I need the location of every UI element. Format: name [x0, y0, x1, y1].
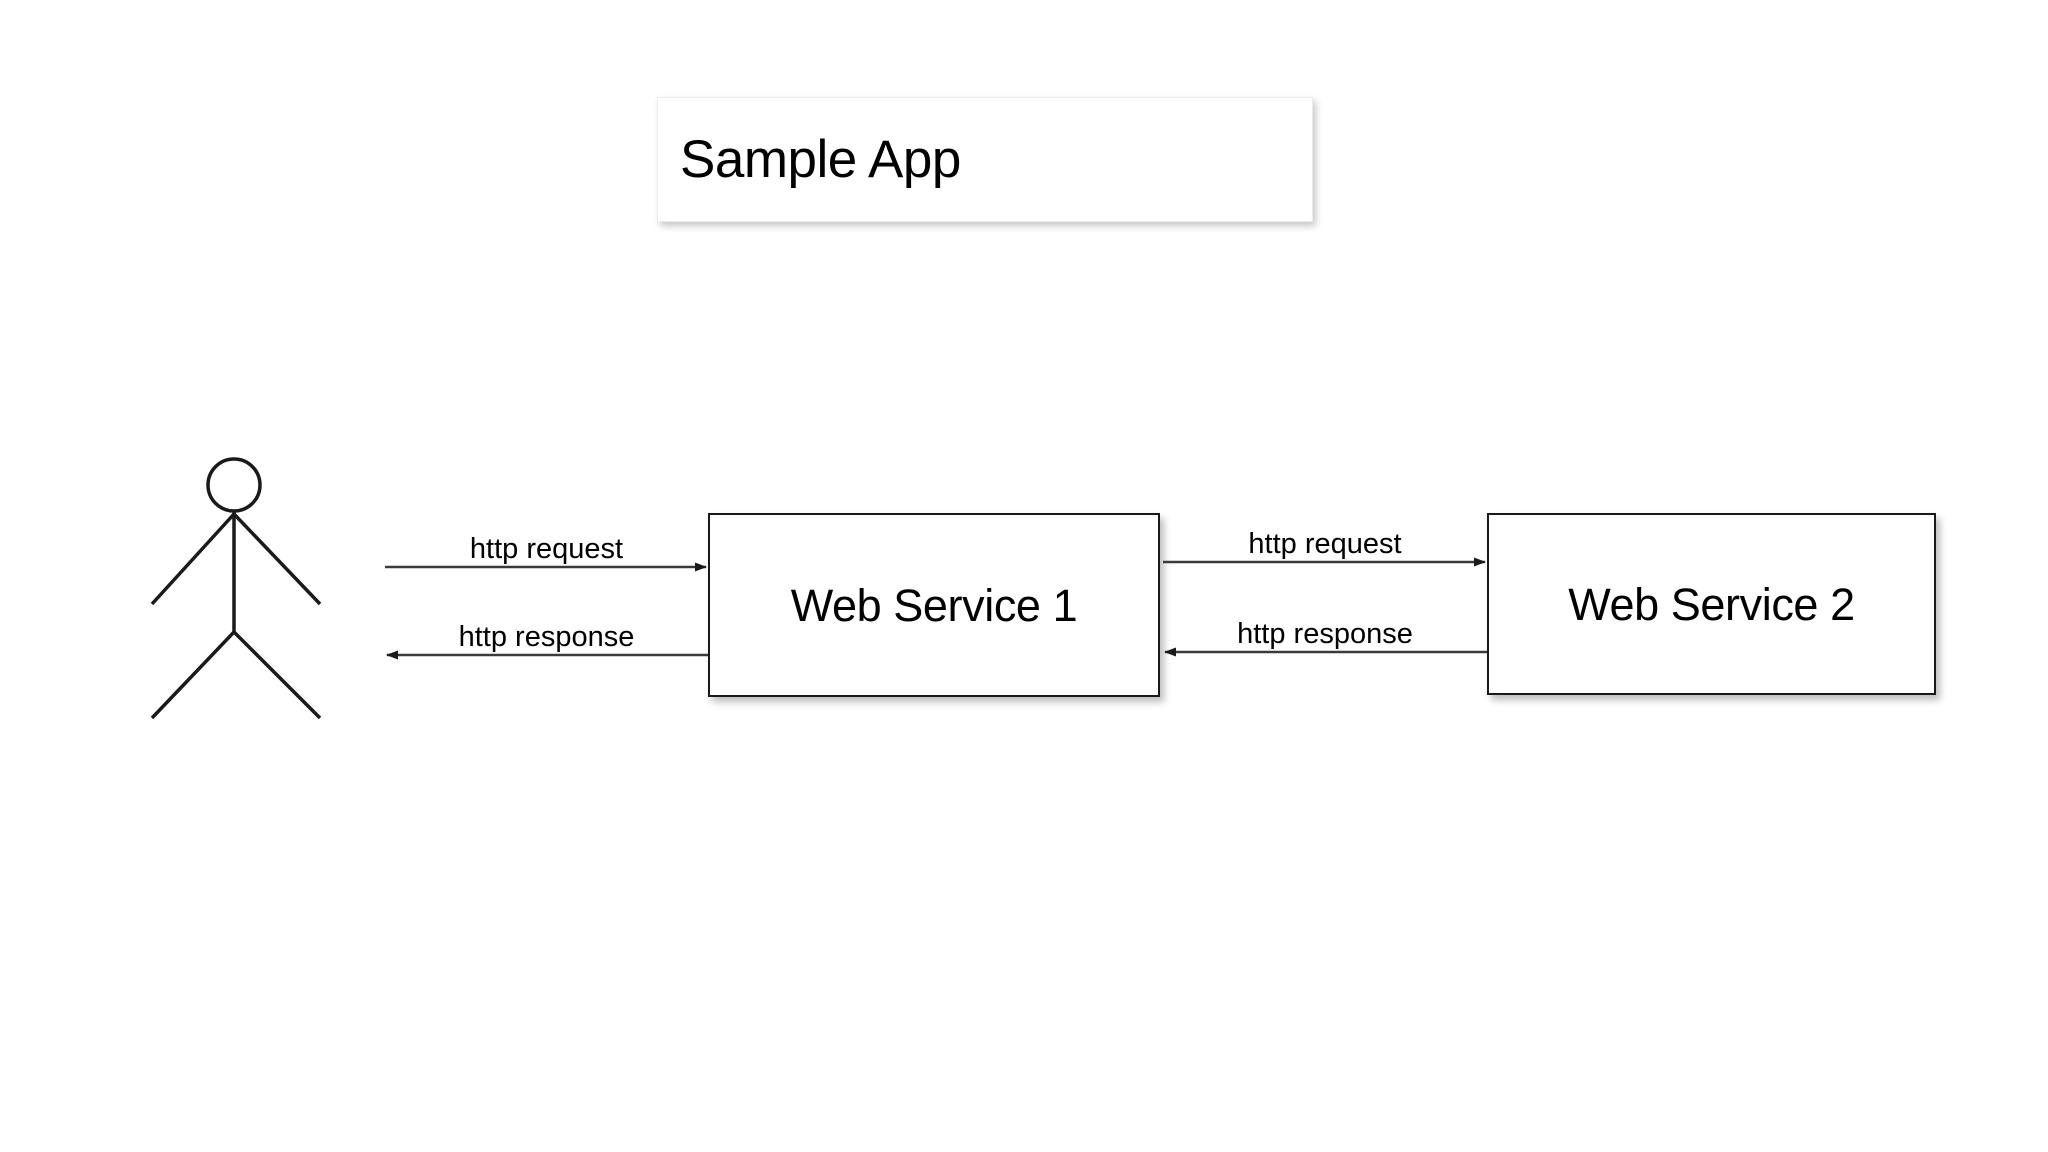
actor-leg-left [150, 630, 236, 720]
title-card: Sample App [657, 97, 1313, 222]
user-actor [130, 440, 350, 740]
actor-arm-left [150, 512, 236, 606]
node-web-service-2[interactable]: Web Service 2 [1487, 513, 1936, 695]
edge-label-left-request: http request [469, 533, 624, 565]
page-title: Sample App [680, 130, 961, 189]
edge-label-right-request: http request [1248, 528, 1402, 560]
actor-arm-right [232, 512, 322, 606]
stick-figure-icon [150, 457, 322, 720]
edge-label-left-response: http response [458, 621, 635, 653]
node-web-service-1[interactable]: Web Service 1 [708, 513, 1160, 697]
node-label: Web Service 1 [790, 579, 1078, 631]
actor-leg-right [232, 630, 322, 720]
edge-label-right-response: http response [1237, 618, 1413, 650]
node-label: Web Service 2 [1568, 578, 1855, 630]
actor-head [206, 457, 262, 513]
